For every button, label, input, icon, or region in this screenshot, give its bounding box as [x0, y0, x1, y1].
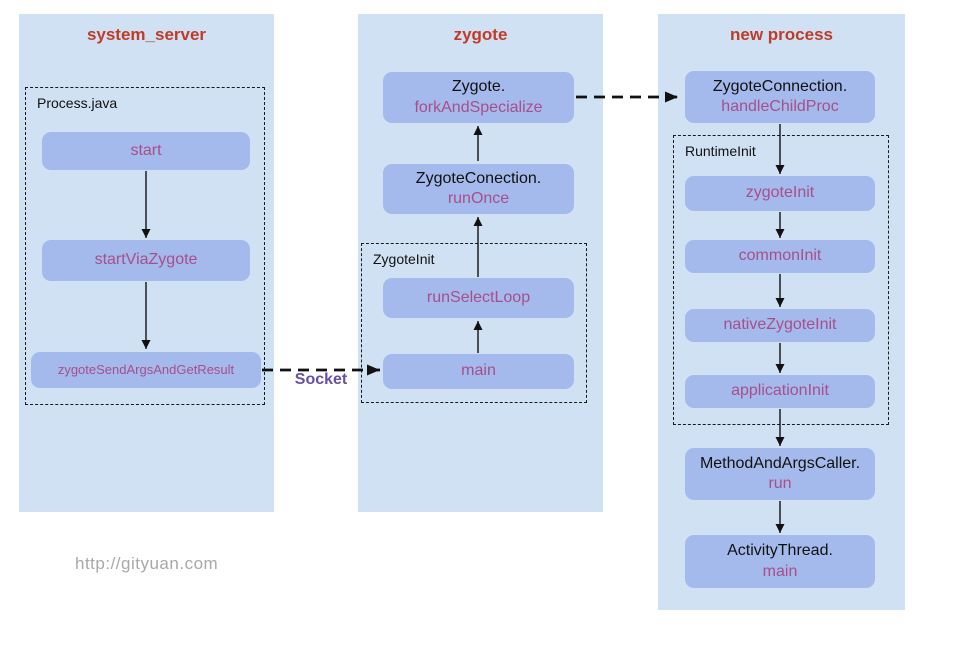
node-run-once-class-name: ZygoteConection. [415, 169, 542, 187]
group-label-process-java: Process.java [37, 95, 118, 111]
node-run-select-loop: runSelectLoop [383, 278, 574, 318]
node-method-and-args-caller-class-name: MethodAndArgsCaller. [699, 454, 861, 472]
node-zygote-send-args-and-get-result: zygoteSendArgsAndGetResult [31, 352, 261, 388]
node-start-via-zygote: startViaZygote [42, 240, 250, 281]
node-common-init: commonInit [685, 240, 875, 273]
node-application-init: applicationInit [685, 375, 875, 408]
node-method-and-args-caller: MethodAndArgsCaller. run [685, 448, 875, 500]
node-method-and-args-caller-method: run [768, 475, 792, 492]
group-runtime-init: RuntimeInit [673, 135, 889, 425]
group-process-java: Process.java [25, 87, 265, 405]
node-start-via-zygote-label: startViaZygote [94, 251, 198, 269]
watermark-url: http://gityuan.com [75, 554, 219, 573]
node-activity-thread: ActivityThread. main [685, 535, 875, 588]
node-native-zygote-init-label: nativeZygoteInit [723, 316, 837, 334]
node-application-init-label: applicationInit [731, 382, 829, 400]
socket-edge-label: Socket [294, 371, 348, 388]
node-start: start [42, 132, 250, 170]
node-fork-method: forkAndSpecialize [414, 98, 543, 116]
node-start-label: start [130, 141, 162, 159]
node-native-zygote-init: nativeZygoteInit [685, 309, 875, 342]
column-title-zygote: zygote [453, 25, 508, 44]
node-zygote-main-label: main [461, 362, 496, 380]
group-label-runtime-init: RuntimeInit [685, 143, 756, 159]
node-handle-child-proc: ZygoteConnection. handleChildProc [685, 71, 875, 123]
node-fork-class-name: Zygote. [451, 78, 506, 96]
node-zygote-send-args-label: zygoteSendArgsAndGetResult [57, 361, 235, 377]
node-activity-thread-method: main [762, 562, 798, 580]
group-label-zygote-init: ZygoteInit [373, 251, 435, 267]
column-title-new-process: new process [730, 25, 833, 44]
node-handle-child-proc-class-name: ZygoteConnection. [712, 77, 848, 95]
node-handle-child-proc-method: handleChildProc [721, 98, 839, 115]
node-zygote-init-call: zygoteInit [685, 176, 875, 211]
column-title-system-server: system_server [86, 25, 207, 44]
node-run-select-loop-label: runSelectLoop [426, 288, 531, 306]
group-zygote-init: ZygoteInit [361, 243, 587, 403]
node-common-init-label: commonInit [738, 247, 822, 265]
node-run-once-method: runOnce [447, 190, 510, 207]
node-run-once: ZygoteConection. runOnce [383, 164, 574, 214]
node-activity-thread-class-name: ActivityThread. [727, 542, 833, 560]
node-fork-and-specialize: Zygote. forkAndSpecialize [383, 72, 574, 123]
node-zygote-main: main [383, 354, 574, 389]
node-zygote-init-call-label: zygoteInit [745, 184, 815, 202]
